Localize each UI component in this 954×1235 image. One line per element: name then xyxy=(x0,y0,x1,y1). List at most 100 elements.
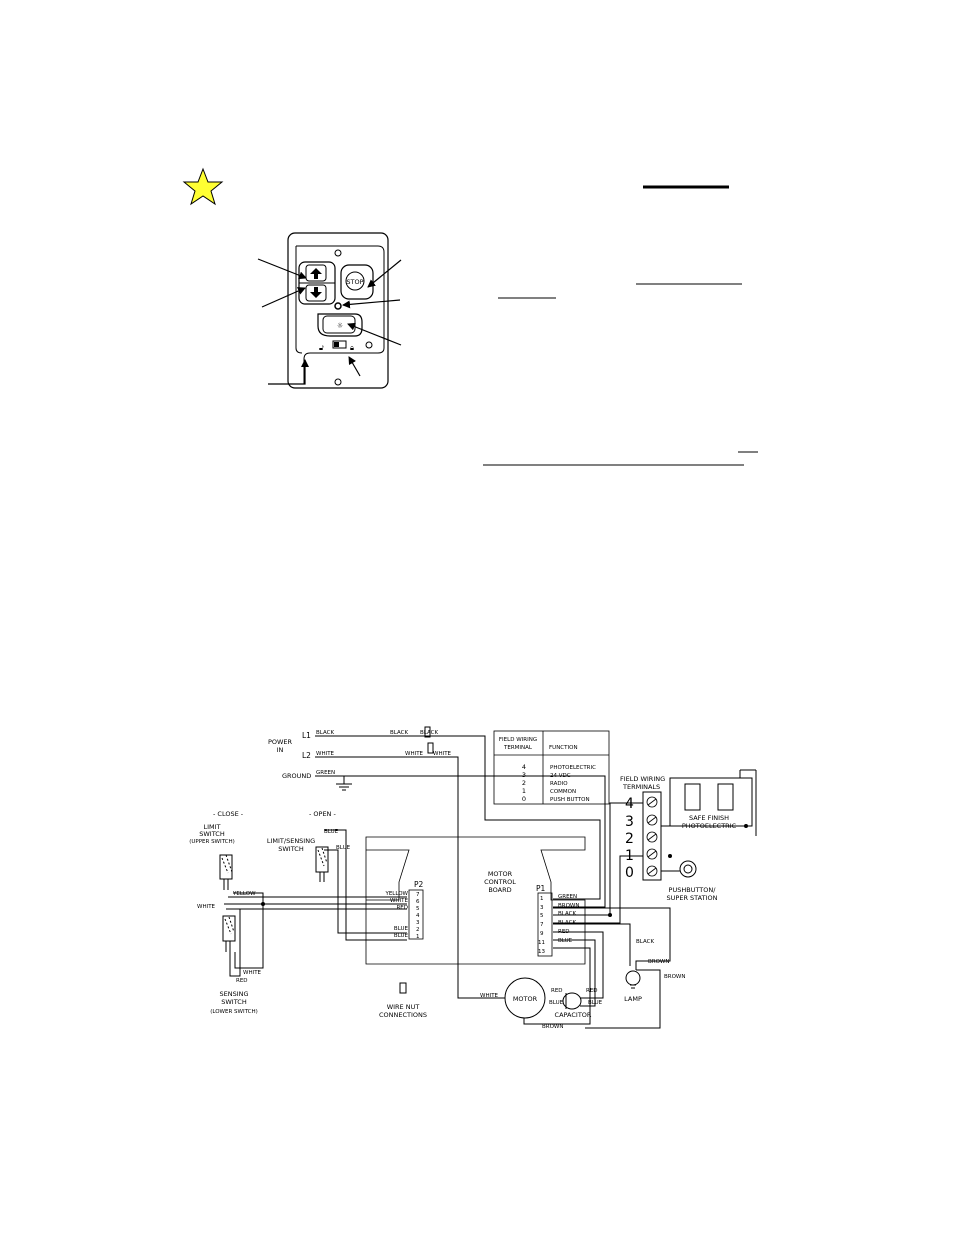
terminal-number: 0 xyxy=(625,865,634,881)
wire-color-label: RED xyxy=(551,988,563,994)
open-button[interactable] xyxy=(305,264,327,282)
wire-color-label: RED xyxy=(236,978,248,984)
open-section-label: - OPEN - xyxy=(309,810,336,818)
p2-wire-label: RED xyxy=(396,905,408,911)
motor-control-board-label: MOTOR xyxy=(488,870,513,878)
table-cell-function: RADIO xyxy=(550,781,568,787)
wire-color-label: WHITE xyxy=(197,904,216,910)
limit-switch-label: LIMIT xyxy=(203,823,220,831)
ground-label: GROUND xyxy=(282,772,311,780)
junction-dot xyxy=(261,902,265,906)
p2-pins: 7 6 5 4 3 2 1 YELLOW WHITE RED BLUE BLUE xyxy=(384,891,420,940)
table-header-terminal: FIELD WIRING xyxy=(499,737,537,743)
light-button[interactable]: ☼ xyxy=(317,313,363,337)
lamp-label: LAMP xyxy=(624,995,642,1003)
p2-wire-label: WHITE xyxy=(390,898,409,904)
p2-wire-label: BLUE xyxy=(394,933,409,939)
wires xyxy=(224,735,746,1029)
p2-pin-number: 5 xyxy=(416,906,420,912)
p2-pin-number: 6 xyxy=(416,899,420,905)
p2-pin-number: 3 xyxy=(416,920,420,926)
wire-color-label: BLUE xyxy=(324,829,339,835)
wire-color-label: WHITE xyxy=(433,751,452,757)
p2-connector xyxy=(408,889,424,940)
terminal-number: 4 xyxy=(625,796,634,812)
switch-symbols xyxy=(219,846,329,952)
table-cell-terminal: 0 xyxy=(522,795,526,803)
lock-slider[interactable] xyxy=(332,340,347,349)
p1-connector-label: P1 xyxy=(536,884,546,893)
arrow-down-icon xyxy=(310,287,322,298)
table-cell-terminal: 1 xyxy=(522,787,526,795)
p2-pin-number: 7 xyxy=(416,892,420,898)
motor-control-board-label: CONTROL xyxy=(484,878,516,886)
wire-color-label: BLUE xyxy=(549,1000,564,1006)
lamp-icon xyxy=(625,970,641,989)
indicator-led xyxy=(334,302,342,310)
sensing-switch-label: SWITCH xyxy=(221,998,247,1006)
field-wiring-function-table: FIELD WIRING TERMINAL FUNCTION 4 PHOTOEL… xyxy=(493,730,610,805)
p2-wire-label: BLUE xyxy=(394,926,409,932)
limit-switch-label: (UPPER SWITCH) xyxy=(189,839,235,845)
table-cell-function: PHOTOELECTRIC xyxy=(550,765,596,771)
limit-switch-label: SWITCH xyxy=(199,830,225,838)
l2-label: L2 xyxy=(302,751,311,760)
wire-color-label: WHITE xyxy=(405,751,424,757)
p1-pin-number: 13 xyxy=(538,949,545,955)
motor-control-board xyxy=(365,836,586,965)
terminal-number: 2 xyxy=(625,831,634,847)
wire-color-label: BROWN xyxy=(648,959,669,965)
wire-color-label: BLACK xyxy=(420,730,438,736)
wire-color-label: BROWN xyxy=(542,1024,563,1030)
motor-label: MOTOR xyxy=(513,995,538,1003)
p1-pin-number: 9 xyxy=(540,931,544,937)
close-section-label: - CLOSE - xyxy=(213,810,244,818)
motor-icon xyxy=(504,977,546,1019)
wire-color-label: BLACK xyxy=(390,730,408,736)
wire-color-label: GREEN xyxy=(316,770,335,776)
p1-pin-number: 3 xyxy=(540,905,544,911)
power-in-label: POWER xyxy=(268,738,293,746)
limit-sensing-switch-label: SWITCH xyxy=(278,845,304,853)
capacitor-icon xyxy=(562,992,582,1010)
limit-sensing-switch-label: LIMIT/SENSING xyxy=(267,837,315,845)
terminal-number: 3 xyxy=(625,814,634,830)
remote-control-illustration: STOP ☼ 🔓︎ 🔒︎ xyxy=(287,232,389,389)
terminal-strip xyxy=(642,791,662,881)
p1-pin-number: 7 xyxy=(540,922,544,928)
p1-pin-number: 11 xyxy=(538,940,545,946)
unlock-icon: 🔓︎ xyxy=(319,343,324,352)
sensing-switch-label: SENSING xyxy=(219,990,248,998)
arrow-up-icon xyxy=(310,268,322,279)
p1-pin-number: 1 xyxy=(540,896,544,902)
stop-button-label: STOP xyxy=(346,278,363,286)
motor-control-board-label: BOARD xyxy=(488,886,511,894)
p1-wire-label: BLACK xyxy=(558,911,576,917)
wire-color-label: WHITE xyxy=(316,751,335,757)
junction-dot xyxy=(608,913,612,917)
screw-hole-icon xyxy=(334,378,342,386)
wire-color-label: WHITE xyxy=(480,993,499,999)
screw-hole-icon xyxy=(365,341,373,349)
capacitor-label: CAPACITOR xyxy=(555,1011,592,1019)
p2-pin-number: 2 xyxy=(416,927,420,933)
p2-connector-label: P2 xyxy=(414,880,424,889)
wire-color-label: BLACK xyxy=(636,939,654,945)
star-icon xyxy=(182,167,224,206)
wire-color-label: BLACK xyxy=(316,730,334,736)
wire-nut-label: CONNECTIONS xyxy=(379,1011,427,1019)
p2-pin-number: 4 xyxy=(416,913,420,919)
stop-button[interactable]: STOP xyxy=(340,264,374,300)
photoelectric-label: SAFE FINISH xyxy=(689,814,729,822)
table-cell-terminal: 2 xyxy=(522,779,526,787)
table-header-function: FUNCTION xyxy=(549,745,578,751)
close-button[interactable] xyxy=(305,284,327,302)
pushbutton-icon xyxy=(679,860,697,878)
wire-nut-icon xyxy=(399,726,434,994)
wire-color-label: BROWN xyxy=(664,974,685,980)
pushbutton-icon xyxy=(683,864,693,874)
pushbutton-label: SUPER STATION xyxy=(667,894,718,902)
p2-pin-number: 1 xyxy=(416,934,420,940)
screw-hole-icon xyxy=(334,249,342,257)
